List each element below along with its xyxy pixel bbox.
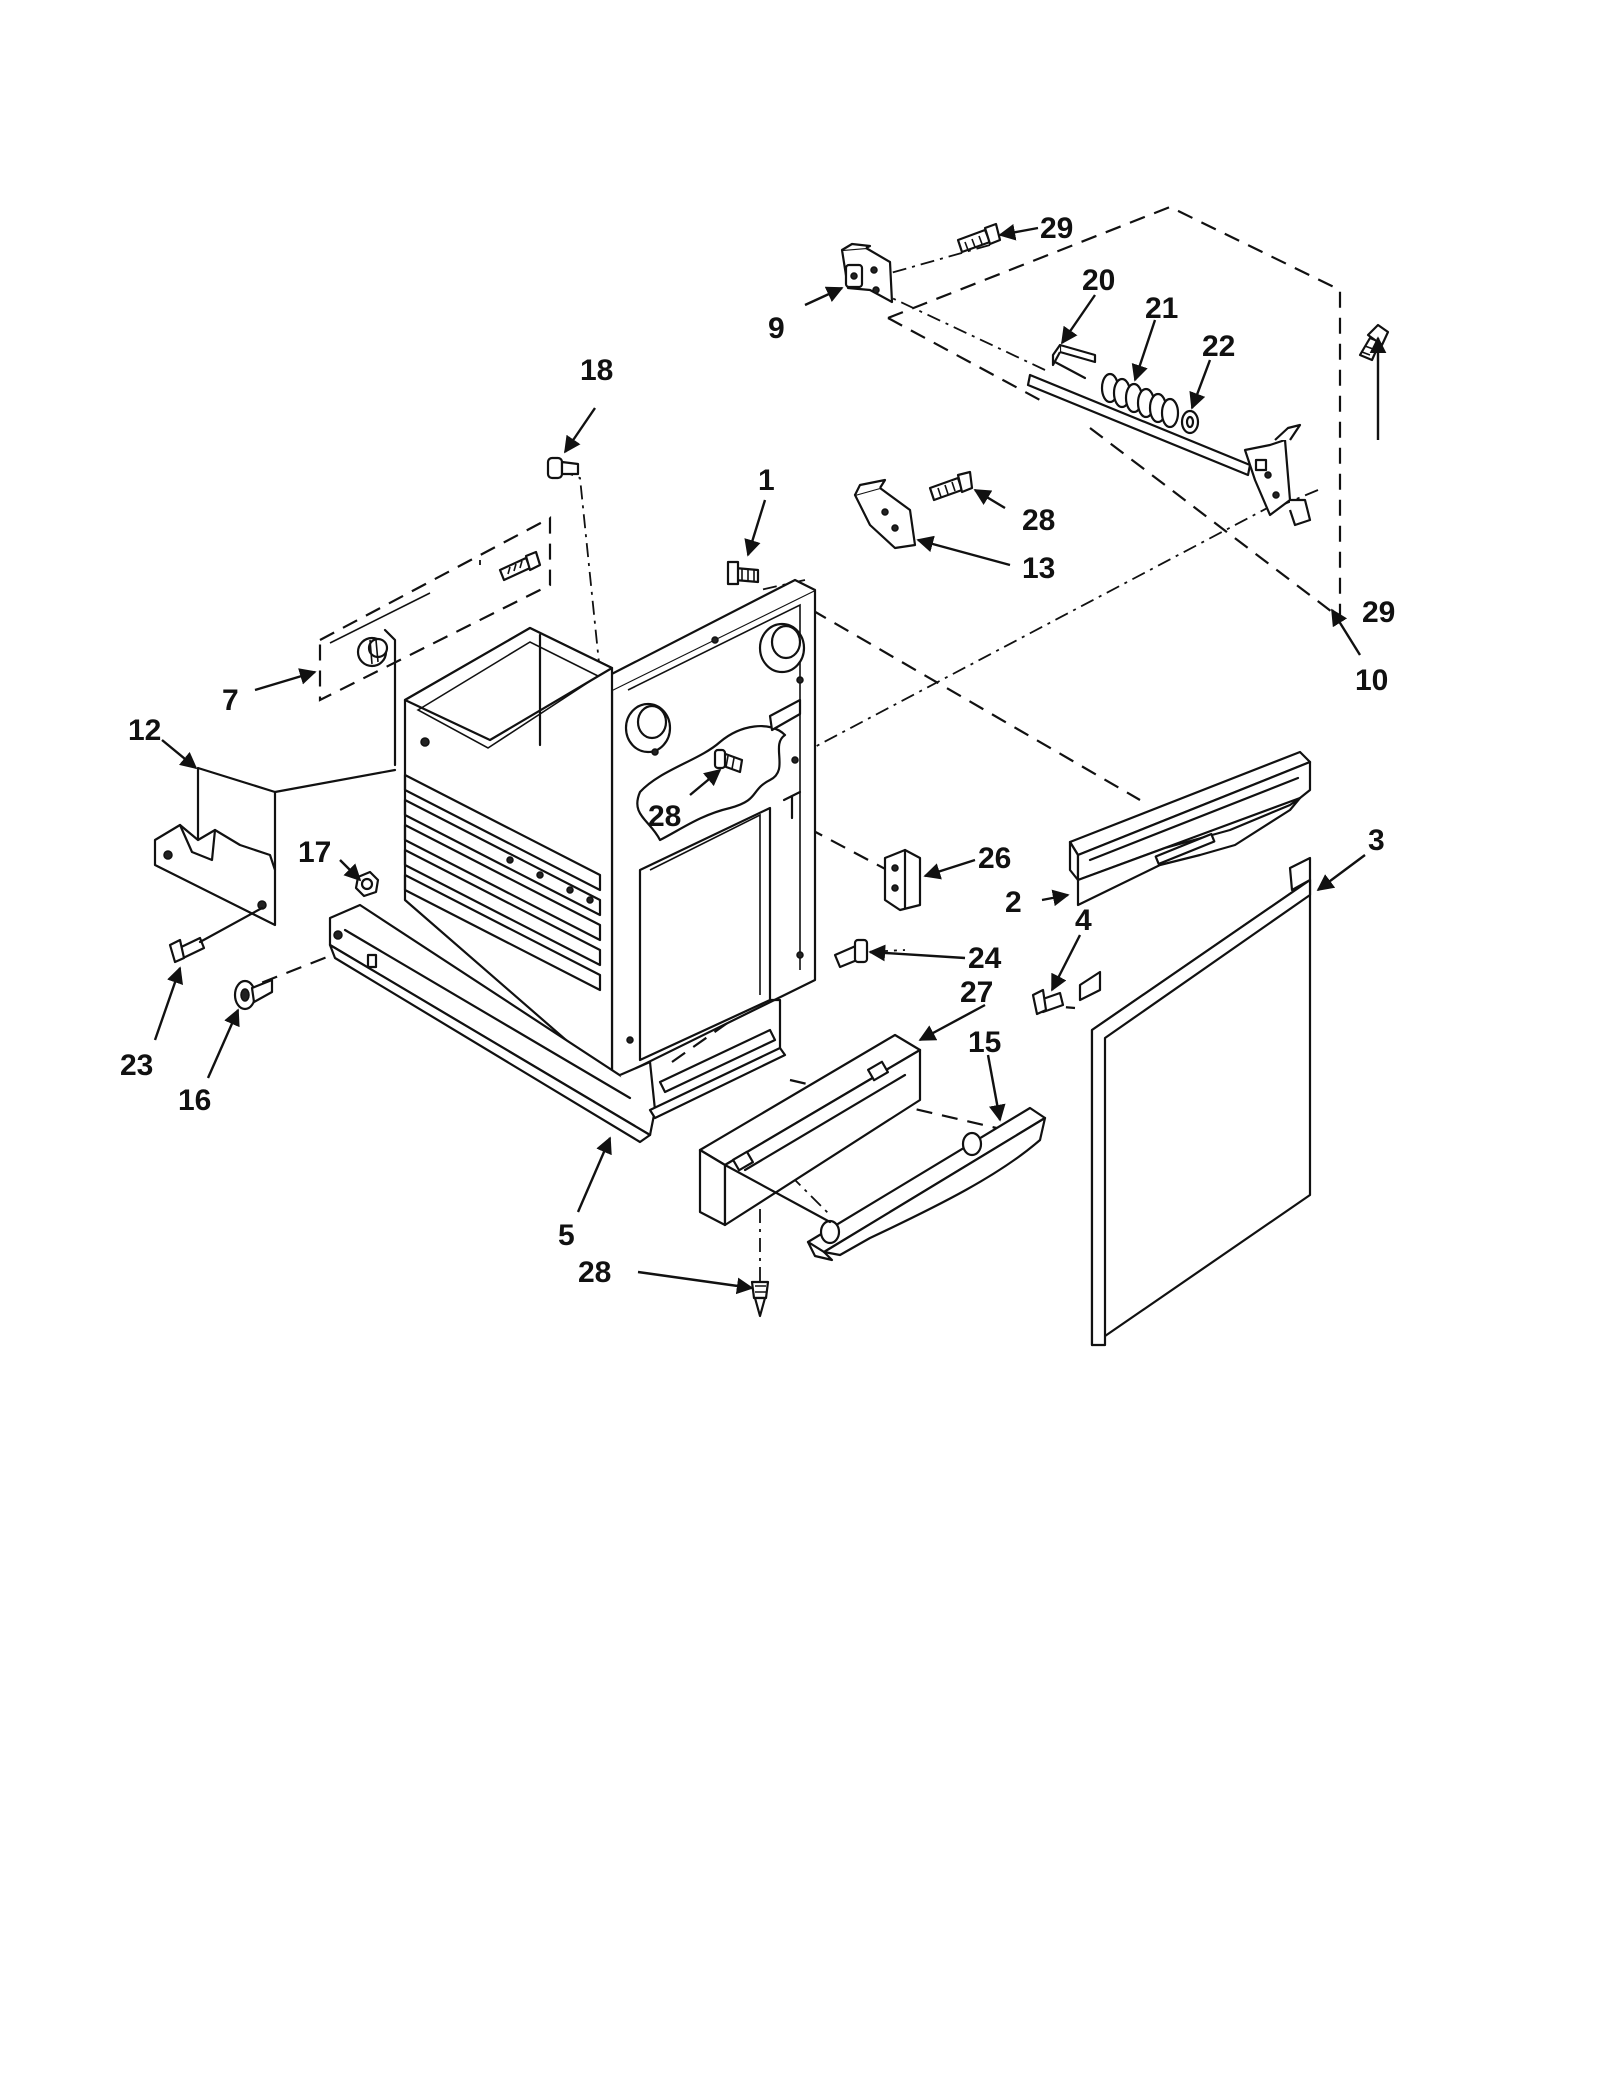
cabinet-bottom-channel xyxy=(648,998,787,1120)
callout-29-top: 29 xyxy=(1040,212,1073,245)
part-23-screw xyxy=(168,936,206,964)
callout-26: 26 xyxy=(978,842,1011,875)
callout-arrows xyxy=(153,223,1387,1295)
callout-10: 10 xyxy=(1355,664,1388,697)
part-28-screw-top xyxy=(928,470,974,502)
part-13-bracket xyxy=(853,478,917,550)
callout-27: 27 xyxy=(960,976,993,1009)
part-29-screw-right xyxy=(1358,323,1390,362)
part-28-screw-mid xyxy=(713,748,744,774)
callout-18: 18 xyxy=(580,354,613,387)
callout-9: 9 xyxy=(768,312,785,345)
part-27-kickplate xyxy=(698,1033,922,1227)
callout-22: 22 xyxy=(1202,330,1235,363)
part-24-screw xyxy=(833,938,869,969)
part-7-dashed-guide xyxy=(329,592,431,644)
part-4-screw xyxy=(1031,988,1065,1016)
part-21-spring xyxy=(1100,372,1180,429)
callout-1: 1 xyxy=(758,464,775,497)
part-7-leader xyxy=(383,628,397,767)
callout-4: 4 xyxy=(1075,904,1092,937)
callout-13: 13 xyxy=(1022,552,1055,585)
callout-29-right: 29 xyxy=(1362,596,1395,629)
part-12-bracket xyxy=(153,766,277,927)
part-12-leader xyxy=(273,768,397,794)
part-26-hinge xyxy=(883,848,922,912)
callout-28-top: 28 xyxy=(1022,504,1055,537)
part-16-foot xyxy=(233,978,274,1011)
callout-28-bottom: 28 xyxy=(578,1256,611,1289)
part-7-screw xyxy=(498,550,542,582)
callout-3: 3 xyxy=(1368,824,1385,857)
callout-21: 21 xyxy=(1145,292,1178,325)
part-20-shaft xyxy=(1026,343,1252,477)
part-3-door-panel xyxy=(1078,856,1312,1347)
part-7-knob xyxy=(356,636,389,668)
callout-2: 2 xyxy=(1005,886,1022,919)
part-23-guide xyxy=(198,906,264,944)
part-9-hinge-bracket xyxy=(840,242,894,304)
part-17-nut xyxy=(354,870,380,898)
part-10-latch-bracket xyxy=(1243,423,1312,527)
callout-5: 5 xyxy=(558,1219,575,1252)
callout-12: 12 xyxy=(128,714,161,747)
callout-15: 15 xyxy=(968,1026,1001,1059)
callout-17: 17 xyxy=(298,836,331,869)
callout-23: 23 xyxy=(120,1049,153,1082)
part-5-base-rail xyxy=(328,903,657,1144)
part-2-top-trim xyxy=(1068,750,1312,907)
callout-20: 20 xyxy=(1082,264,1115,297)
part-22-washer xyxy=(1180,409,1200,435)
part-28-screw-bottom xyxy=(750,1280,770,1318)
callout-28-mid: 28 xyxy=(648,800,681,833)
cabinet-bin xyxy=(403,626,614,1082)
part-18-screw xyxy=(546,456,580,480)
callout-24: 24 xyxy=(968,942,1002,975)
callout-16: 16 xyxy=(178,1084,211,1117)
callout-7: 7 xyxy=(222,684,239,717)
part-15-guide xyxy=(723,1163,832,1224)
cabinet-frame xyxy=(598,578,817,1082)
part-1-screw xyxy=(726,560,760,586)
part-15-handle xyxy=(806,1106,1047,1262)
callout-labels: 29 9 20 21 22 18 1 28 13 29 10 7 12 28 2… xyxy=(120,212,1395,1289)
